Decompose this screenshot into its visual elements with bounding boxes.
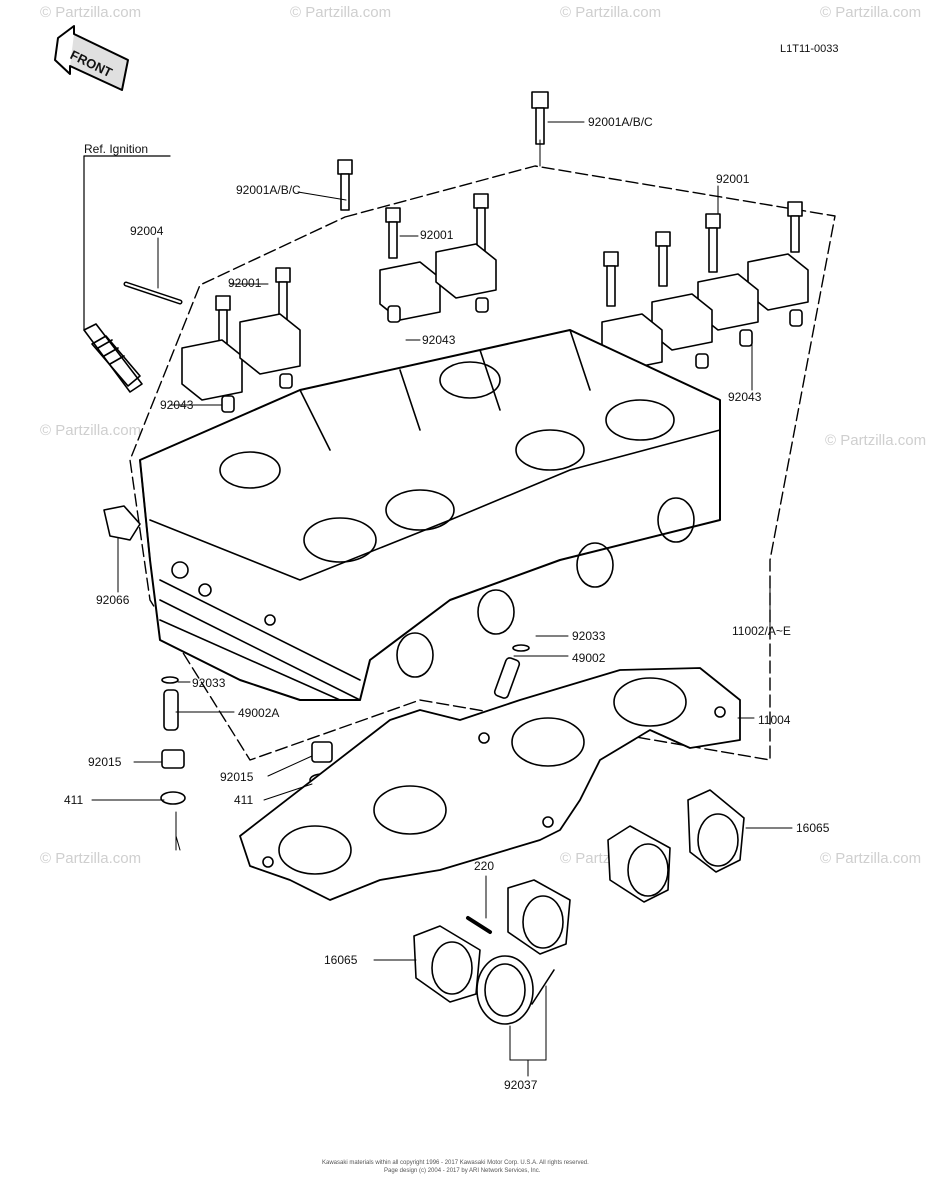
part-label-92043-a: 92043	[422, 333, 456, 347]
part-label-220: 220	[474, 859, 495, 873]
oring-icon	[161, 644, 530, 684]
ref-ignition-label: Ref. Ignition	[84, 142, 149, 156]
bolt-icon	[215, 91, 803, 351]
part-label-92001-b: 92001	[228, 276, 262, 290]
part-label-92001-a: 92001	[420, 228, 454, 242]
part-label-411-a: 411	[64, 793, 84, 807]
part-label-92043-b: 92043	[160, 398, 194, 412]
front-arrow-icon	[54, 25, 129, 91]
part-label-92015-b: 92015	[220, 770, 254, 784]
part-label-92043-c: 92043	[728, 390, 762, 404]
copyright-footer: Kawasaki materials within all copyright …	[322, 1160, 589, 1166]
watermark: © Partzilla.com	[825, 432, 927, 449]
part-label-16065-a: 16065	[796, 821, 830, 835]
valve-guide-icon	[163, 657, 521, 731]
spark-plug-icon	[83, 323, 143, 393]
intake-holder-icon	[413, 789, 745, 1003]
leader-lines	[91, 121, 793, 1077]
cylinder-head-icon	[139, 329, 721, 701]
copyright-footer-2: Page design (c) 2004 - 2017 by ARI Netwo…	[384, 1168, 541, 1174]
watermark: © Partzilla.com	[40, 850, 142, 867]
assembly-boundary	[129, 165, 836, 761]
part-label-92004: 92004	[130, 224, 164, 238]
part-label-11002: 11002/A~E	[732, 624, 791, 638]
part-label-92033-a: 92033	[572, 629, 606, 643]
clamp-icon	[476, 955, 555, 1025]
diagram-code: L1T11-0033	[780, 43, 839, 55]
part-label-92015-a: 92015	[88, 755, 122, 769]
part-label-92033-b: 92033	[192, 676, 226, 690]
part-label-16065-b: 16065	[324, 953, 358, 967]
dowel-pin-icon	[221, 297, 803, 413]
camshaft-cap-icon	[181, 243, 809, 401]
watermark: © Partzilla.com	[820, 4, 922, 21]
part-label-49002a: 49002A	[238, 706, 280, 720]
part-label-92037: 92037	[504, 1078, 538, 1092]
part-label-11004: 11004	[758, 713, 791, 727]
watermark: © Partzilla.com	[560, 4, 662, 21]
watermark: © Partzilla.com	[40, 422, 142, 439]
part-label-92066: 92066	[96, 593, 130, 607]
screw-icon	[466, 916, 492, 934]
stud-icon	[123, 281, 183, 305]
watermark: © Partzilla.com	[820, 850, 922, 867]
watermark: © Partzilla.com	[290, 4, 392, 21]
part-label-49002: 49002	[572, 651, 606, 665]
bracket-icon	[103, 505, 141, 541]
part-label-411-b: 411	[234, 793, 254, 807]
part-label-92001abc-top: 92001A/B/C	[588, 115, 653, 129]
head-gasket-icon	[239, 667, 741, 901]
part-label-92001-right: 92001	[716, 172, 750, 186]
watermark: © Partzilla.com	[40, 4, 142, 21]
part-label-92001abc-left: 92001A/B/C	[236, 183, 301, 197]
